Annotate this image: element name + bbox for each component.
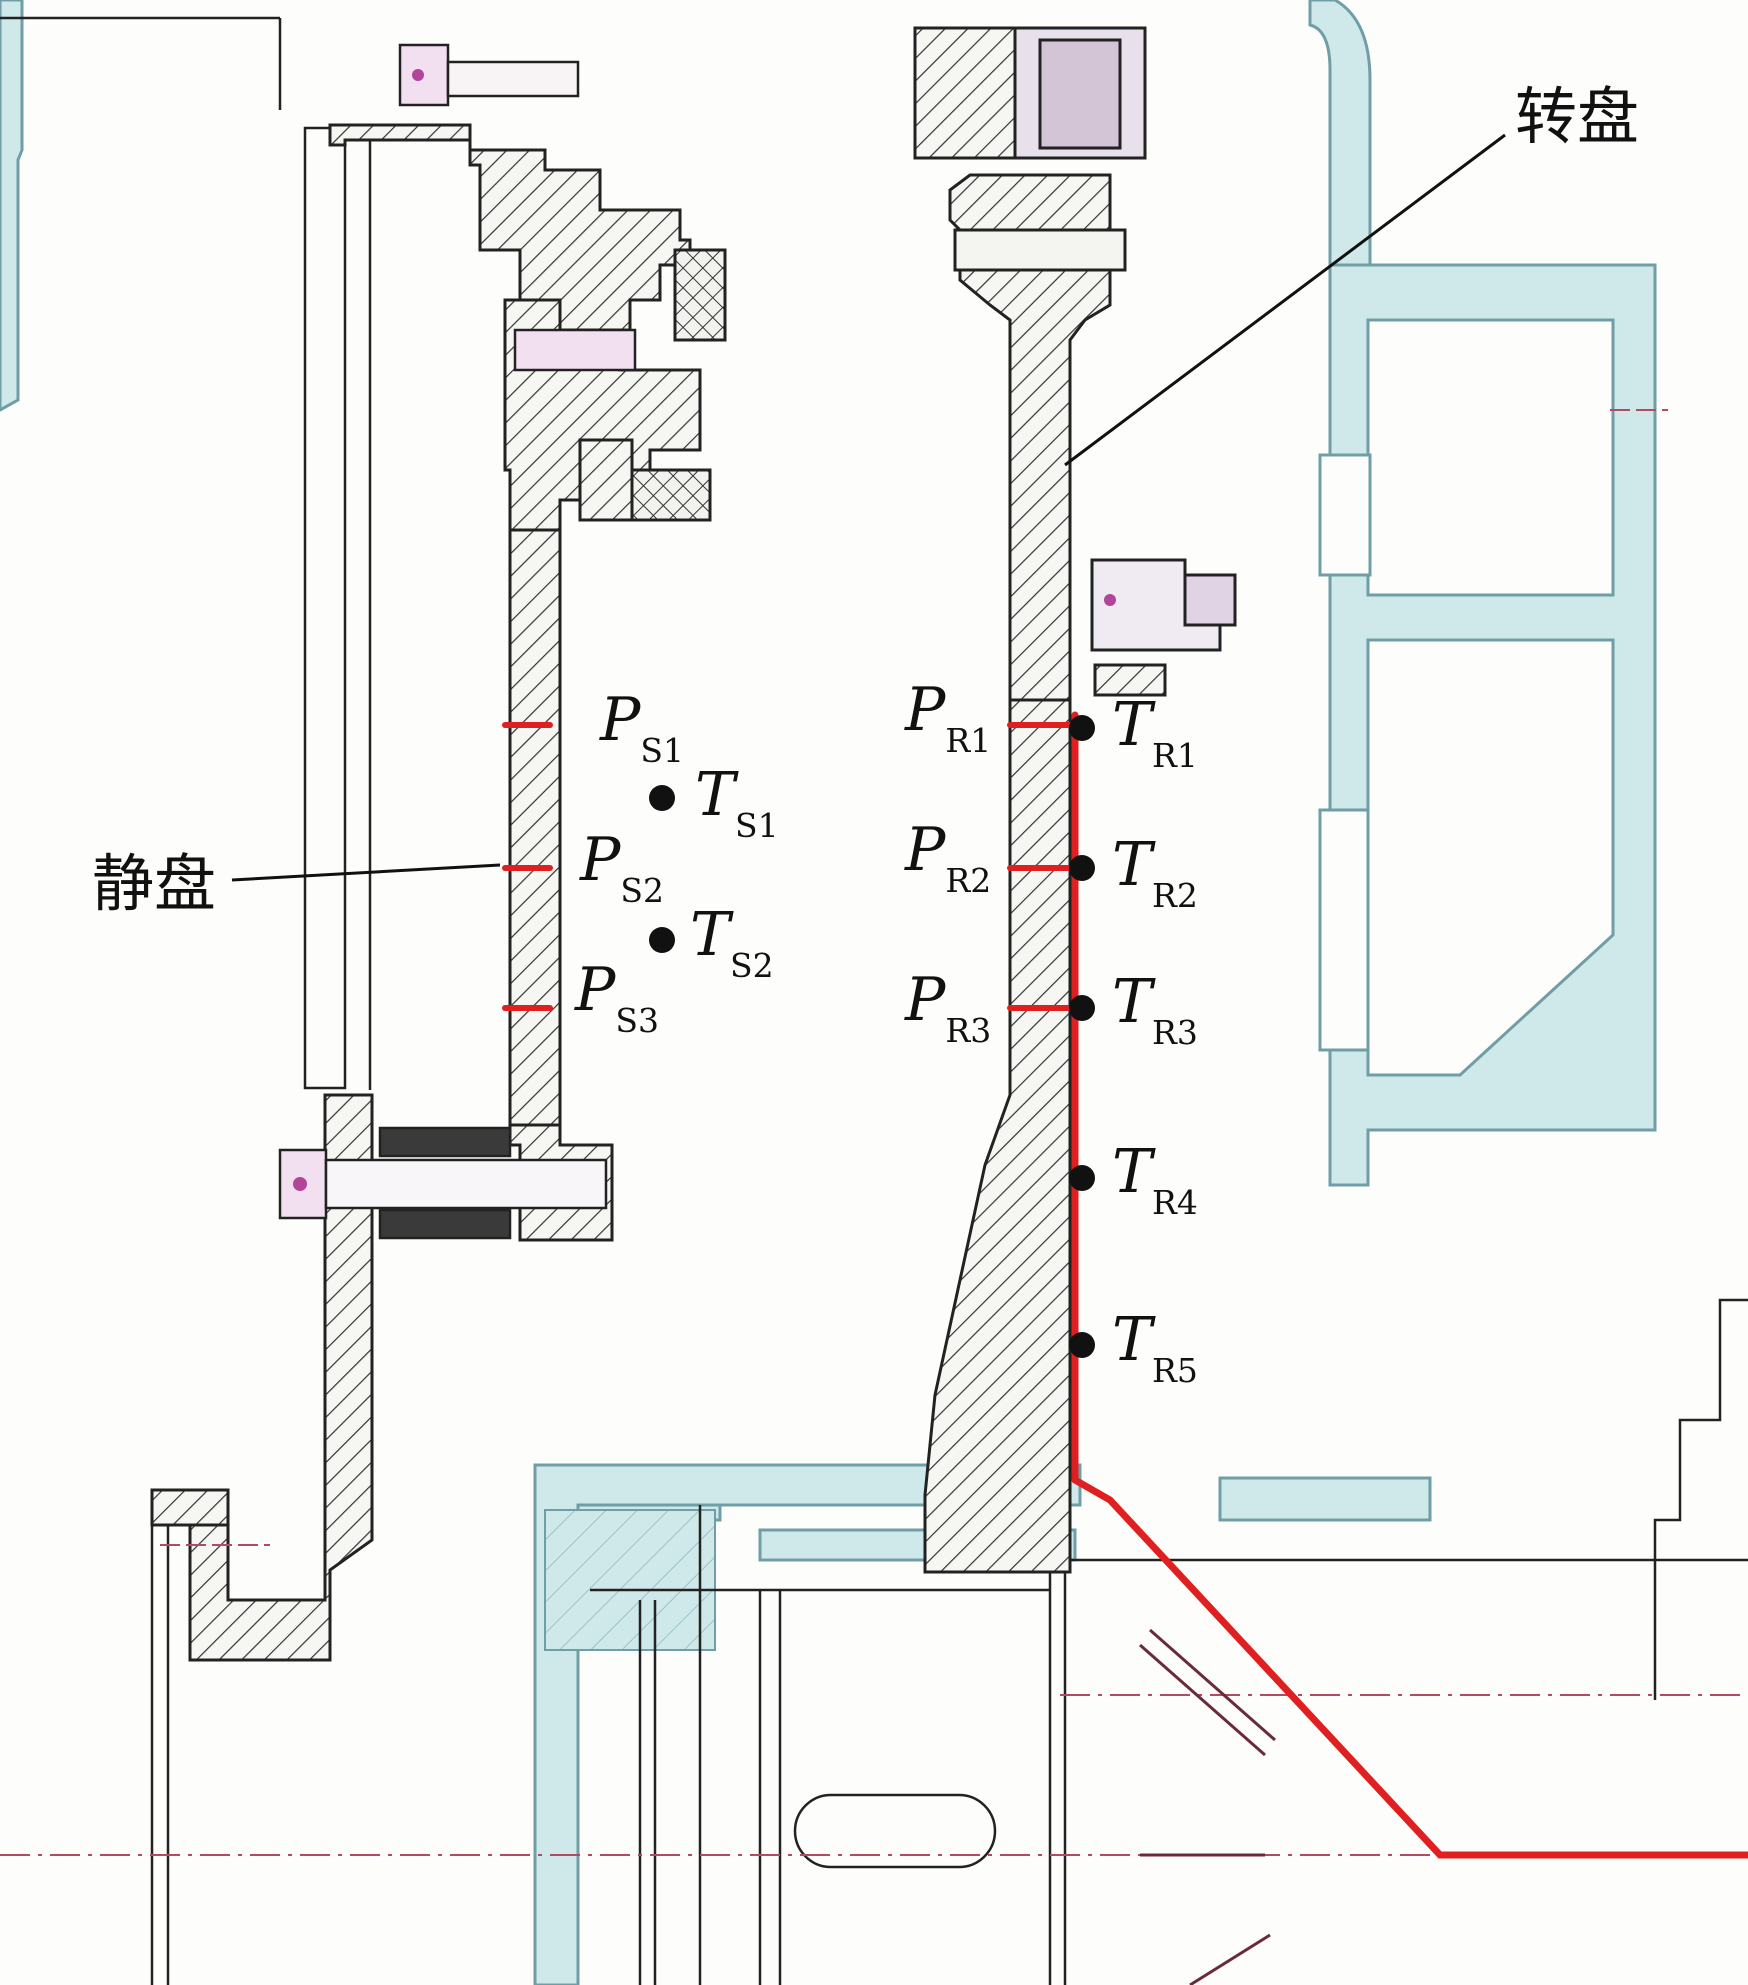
stator-seal-blocks	[578, 248, 727, 522]
label-tr2: TR2	[1112, 830, 1198, 915]
marker-tr4	[1069, 1165, 1095, 1191]
rotor-disk	[913, 26, 1112, 1574]
casing-hatch	[544, 1509, 716, 1651]
spring-pins	[1139, 1628, 1276, 1985]
label-pr2: PR2	[904, 815, 991, 900]
label-tr1: TR1	[1112, 690, 1198, 775]
label-tr5: TR5	[1112, 1305, 1198, 1390]
label-ps3: PS3	[574, 955, 659, 1040]
rotor-clamp	[953, 26, 1237, 697]
leader-lines	[231, 133, 1506, 882]
label-pr3: PR3	[904, 965, 991, 1050]
label-pr1: PR1	[904, 675, 991, 760]
stator-disk-label: 静盘	[92, 847, 216, 920]
label-tr4: TR4	[1112, 1137, 1198, 1222]
outline-lines	[0, 16, 1748, 1985]
marker-tr3	[1069, 995, 1095, 1021]
marker-tr5	[1069, 1332, 1095, 1358]
label-ts1: TS1	[695, 760, 779, 845]
label-tr3: TR3	[1112, 967, 1198, 1052]
casing-pockets	[1318, 318, 1615, 1077]
marker-tr1	[1069, 715, 1095, 741]
label-ps1: PS1	[599, 685, 684, 770]
marker-ts2	[649, 927, 675, 953]
marker-ts1	[649, 785, 675, 811]
marker-tr2	[1069, 855, 1095, 881]
stator-temperature-markers	[649, 785, 675, 953]
label-ps2: PS2	[579, 825, 664, 910]
bolt-accents	[293, 69, 1116, 1191]
label-ts2: TS2	[690, 900, 774, 985]
rotor-temperature-markers	[1069, 715, 1095, 1358]
rotor-disk-label: 转盘	[1515, 80, 1639, 153]
stator-disk	[150, 123, 702, 1662]
